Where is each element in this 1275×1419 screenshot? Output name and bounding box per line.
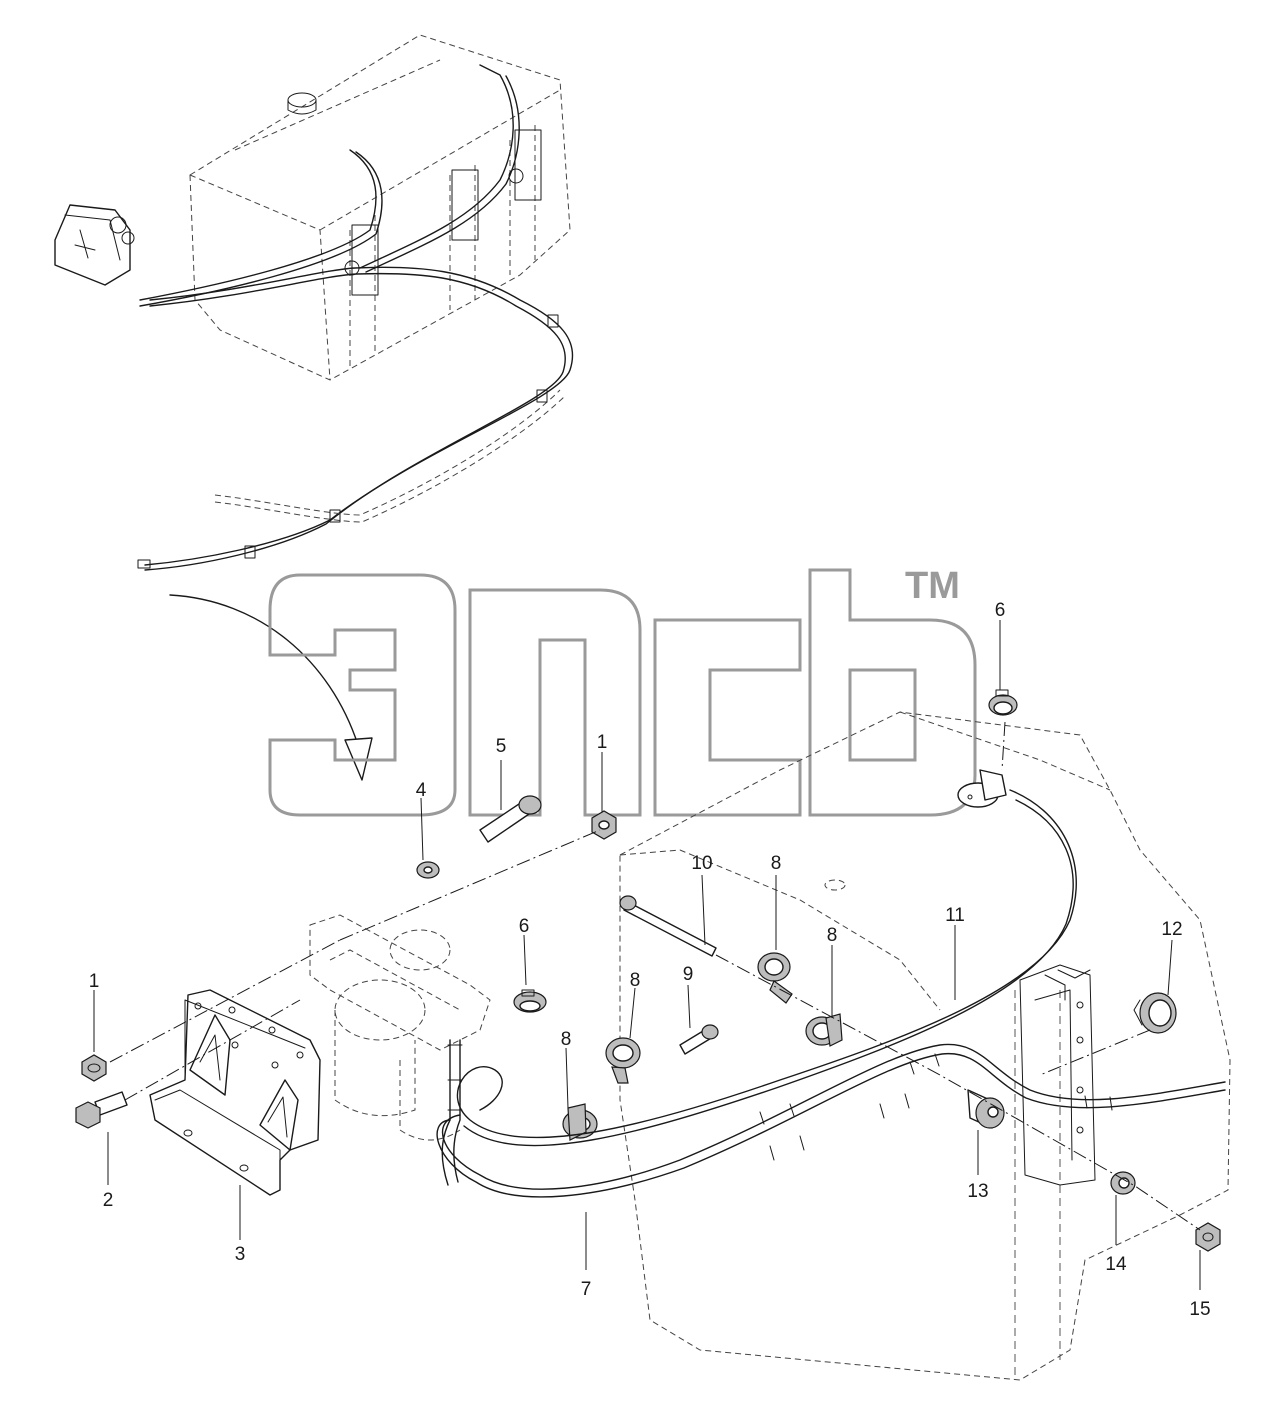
- callout-13: 13: [967, 1181, 988, 1202]
- bolt-9: [679, 1024, 719, 1055]
- callout-14: 14: [1105, 1254, 1127, 1275]
- p-clamp-right: [805, 1013, 843, 1047]
- p-clamp-center: [605, 1037, 641, 1084]
- detail-tank: [619, 711, 1231, 1381]
- overview-tank: [189, 34, 571, 381]
- bolt-left: [75, 1091, 128, 1129]
- hose-clamp-middle: [513, 989, 547, 1013]
- callout-5: 5: [496, 736, 507, 757]
- detail-filter-assembly: [309, 914, 491, 1141]
- mounting-bracket: [149, 989, 321, 1196]
- callout-7: 7: [581, 1279, 592, 1300]
- callout-leaders: [93, 620, 1201, 1290]
- callout-9: 9: [683, 964, 694, 985]
- p-clamp-top: [757, 952, 793, 1004]
- callout-8-center: 8: [630, 970, 641, 991]
- fuel-hoses: [436, 789, 1226, 1198]
- nut-left: [81, 1054, 107, 1082]
- callout-6-upper: 6: [995, 600, 1006, 621]
- callout-labels: 1 1 2 3 4 5 6 6 7 8 8 8 8 9 10 11 12 13 …: [89, 600, 1211, 1320]
- spacer-13: [967, 1089, 1005, 1129]
- overview-filter-bracket: [54, 204, 135, 286]
- overview-hoses: [137, 64, 574, 571]
- callout-8-left: 8: [561, 1029, 572, 1050]
- nut-upper: [591, 810, 617, 840]
- callout-10: 10: [691, 853, 712, 874]
- callout-8-right: 8: [827, 925, 838, 946]
- p-clamp-left: [562, 1103, 598, 1141]
- callout-6-middle: 6: [519, 916, 530, 937]
- callout-1-upper: 1: [597, 732, 608, 753]
- callout-1-left: 1: [89, 971, 100, 992]
- callout-2: 2: [103, 1190, 114, 1211]
- watermark-trademark: TM: [905, 565, 960, 607]
- assembly-lines: [109, 721, 1201, 1231]
- washer-4: [416, 861, 440, 879]
- hose-clamp-upper: [988, 689, 1018, 716]
- long-bolt-10: [619, 895, 717, 957]
- washer-14: [1110, 1171, 1136, 1195]
- overview-assembly: [54, 34, 574, 781]
- grommet-12: [1133, 992, 1177, 1034]
- callout-15: 15: [1189, 1299, 1210, 1320]
- callout-3: 3: [235, 1244, 246, 1265]
- callout-8-top: 8: [771, 853, 782, 874]
- callout-11: 11: [945, 905, 965, 926]
- watermark-logo: TM: [268, 565, 977, 817]
- callout-12: 12: [1161, 919, 1182, 940]
- callout-4: 4: [416, 780, 427, 801]
- bolt-5: [479, 795, 542, 843]
- tank-fitting: [957, 769, 1007, 808]
- nut-15: [1195, 1222, 1221, 1252]
